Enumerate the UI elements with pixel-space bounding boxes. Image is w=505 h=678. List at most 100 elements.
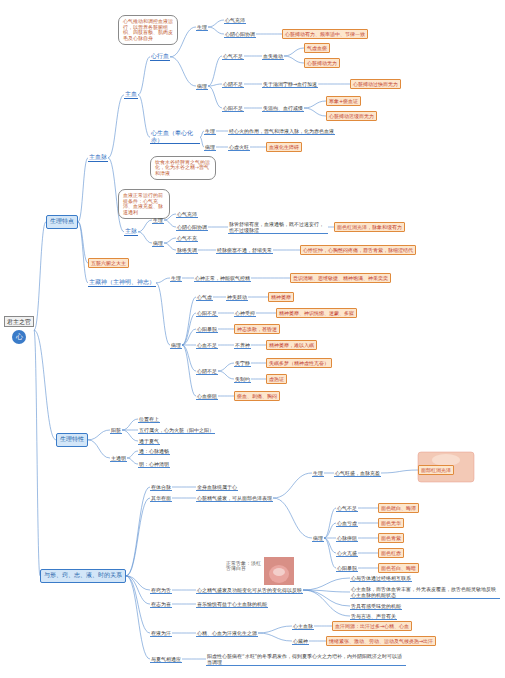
branch-line (208, 56, 222, 86)
topic-text: 心气不充 (176, 235, 198, 242)
topic-text: 舌与言语、声音有关 (350, 613, 397, 620)
branch-line (122, 419, 138, 430)
topic-text: 心气不足 (222, 53, 244, 60)
category-text: 主藏神（主神明、神志） (88, 279, 156, 287)
branch-line (251, 379, 266, 380)
node-text: 心气充沛 (177, 211, 197, 217)
branch-line (218, 345, 234, 346)
topic-text: 脉络失调 (176, 247, 198, 254)
topic-text: 舌具有感受味觉的机能 (350, 603, 402, 610)
tongue-photo (264, 557, 294, 585)
node-text: 意识清晰、思维敏捷、精神饱满、神采奕奕 (293, 275, 388, 281)
branch-line (182, 345, 196, 396)
node-text: 心阴心阳协调 (225, 31, 255, 37)
topic-text: 生理 (312, 470, 324, 477)
topic-text: 心火亢盛 (336, 550, 358, 557)
result-box: 面色红赤 (378, 548, 404, 558)
topic-text: 心阴心阳协调 (176, 224, 208, 231)
topic-text: 心气充沛 (176, 211, 198, 218)
topic-text: 血失推动 (262, 53, 284, 60)
branch-line (303, 590, 350, 616)
node-text: 五行属火，心为火脏（阳中之阳） (139, 427, 214, 433)
result-box: 心脏搏动过快而无力 (350, 79, 401, 89)
node-text: 与夏气相通应 (151, 656, 181, 662)
branch-line (244, 56, 262, 57)
node-text: 心阴不足 (223, 81, 243, 87)
node-text: 心气虚 (197, 294, 212, 300)
topic-text: 心阳不足 (222, 105, 244, 112)
branch-box: 与形、窍、志、液、时的关系 (40, 569, 126, 583)
branch-line (138, 220, 152, 232)
node-text: 在液为汗 (151, 630, 171, 636)
node-text: 通于夏气 (139, 438, 159, 444)
node-text: 心神正常，神能驭气控精 (195, 275, 250, 281)
branch-line (358, 523, 378, 524)
branch-line (172, 487, 196, 488)
branch-line (208, 20, 224, 27)
topic-text: 心阴心阳协调 (224, 31, 256, 38)
node-text: 血液正常运行的前提条件：心气充沛、血液充盈、脉道通利 (123, 193, 165, 215)
result-box: 面色无华 (378, 518, 404, 528)
node-text: 心气旺盛，血脉充盈 (335, 470, 380, 476)
node-text: 病理 (171, 342, 181, 348)
branch-line (172, 590, 196, 591)
branch-line (208, 86, 222, 108)
branch-line (126, 487, 150, 576)
root-box: 君主之官心 (4, 316, 34, 344)
branch-line (138, 232, 152, 243)
result-box: 神志涣散，甚昏迷 (234, 324, 280, 334)
topic-text: 心藏神 (292, 638, 309, 645)
branch-line (182, 345, 196, 371)
node-text: 生理 (171, 275, 181, 281)
node-text: 阳虚性心脏病在“水旺”的冬季易发作，得到夏季心火之力增补，内外阴阳既济之时可以适… (207, 653, 405, 665)
result-box: 情绪紧张、激动、劳动、运动及气候炎热→出汗 (326, 636, 436, 646)
node-text: 心阳暴脱 (197, 326, 217, 332)
result-box: 精神萎靡、神识恍惚、迷蒙、多寐 (276, 308, 357, 318)
branch-line (251, 278, 290, 279)
branch-line (170, 57, 196, 86)
topic-text: 心之精气盛衰及功能变化可从舌的变化得以反映 (196, 587, 303, 594)
node-text: 心脏搏动无力 (307, 60, 337, 66)
node-text: 心精、心血为汗液化生之源 (197, 630, 257, 636)
node-text: 心藏神 (293, 638, 308, 644)
topic-text: 在窍为舌 (150, 587, 172, 594)
branch-line (303, 590, 350, 606)
branch-line (138, 57, 150, 95)
topic-text: 病理 (196, 83, 208, 90)
topic-text: 失温煦、血行减慢 (262, 105, 304, 112)
topic-text: 生理 (204, 128, 216, 135)
node-text: 心火亢盛 (337, 550, 357, 556)
node-text: 与形、窍、志、液、时的关系 (44, 572, 122, 580)
node-text: 心阴不足 (197, 368, 217, 374)
node-text: 心虚火旺 (229, 144, 249, 150)
node-text: 血液化生障碍 (269, 144, 299, 150)
branch-line (78, 158, 88, 222)
branch-line (208, 227, 228, 228)
node-text: 其华在面 (151, 495, 171, 501)
result-box: 失眠多梦（精神虚性亢奋） (266, 358, 332, 368)
branch-line (304, 101, 326, 108)
branch-line (182, 659, 206, 660)
branch-line (251, 363, 266, 364)
node-text: 生理 (153, 217, 163, 223)
node-text: 生理特点 (50, 218, 74, 226)
node-text: 位置在上 (139, 416, 159, 422)
branch-line (284, 48, 304, 56)
node-text: 明：心神清明 (139, 461, 169, 467)
node-text: 病理 (197, 83, 207, 89)
branch-line (273, 498, 312, 538)
node-text: 经心火的作用，营气和津液入脉，化为赤色血液 (229, 128, 334, 134)
node-text: 心脏搏动过快而无力 (353, 81, 398, 87)
branch-box: 生理特性 (56, 433, 88, 447)
topic-text: 心血亏虚 (336, 520, 358, 527)
topic-text: 通：心脉通畅 (138, 448, 170, 455)
topic-text: 心气不足 (336, 505, 358, 512)
branch-line (324, 473, 334, 474)
result-box: 五脏六腑之大主 (88, 258, 129, 268)
branch-line (218, 396, 234, 397)
node-text: 失温煦、血行减慢 (263, 105, 303, 111)
topic-text: 心阴不足 (196, 368, 218, 375)
branch-line (318, 84, 350, 85)
topic-text: 在液为汗 (150, 630, 172, 637)
